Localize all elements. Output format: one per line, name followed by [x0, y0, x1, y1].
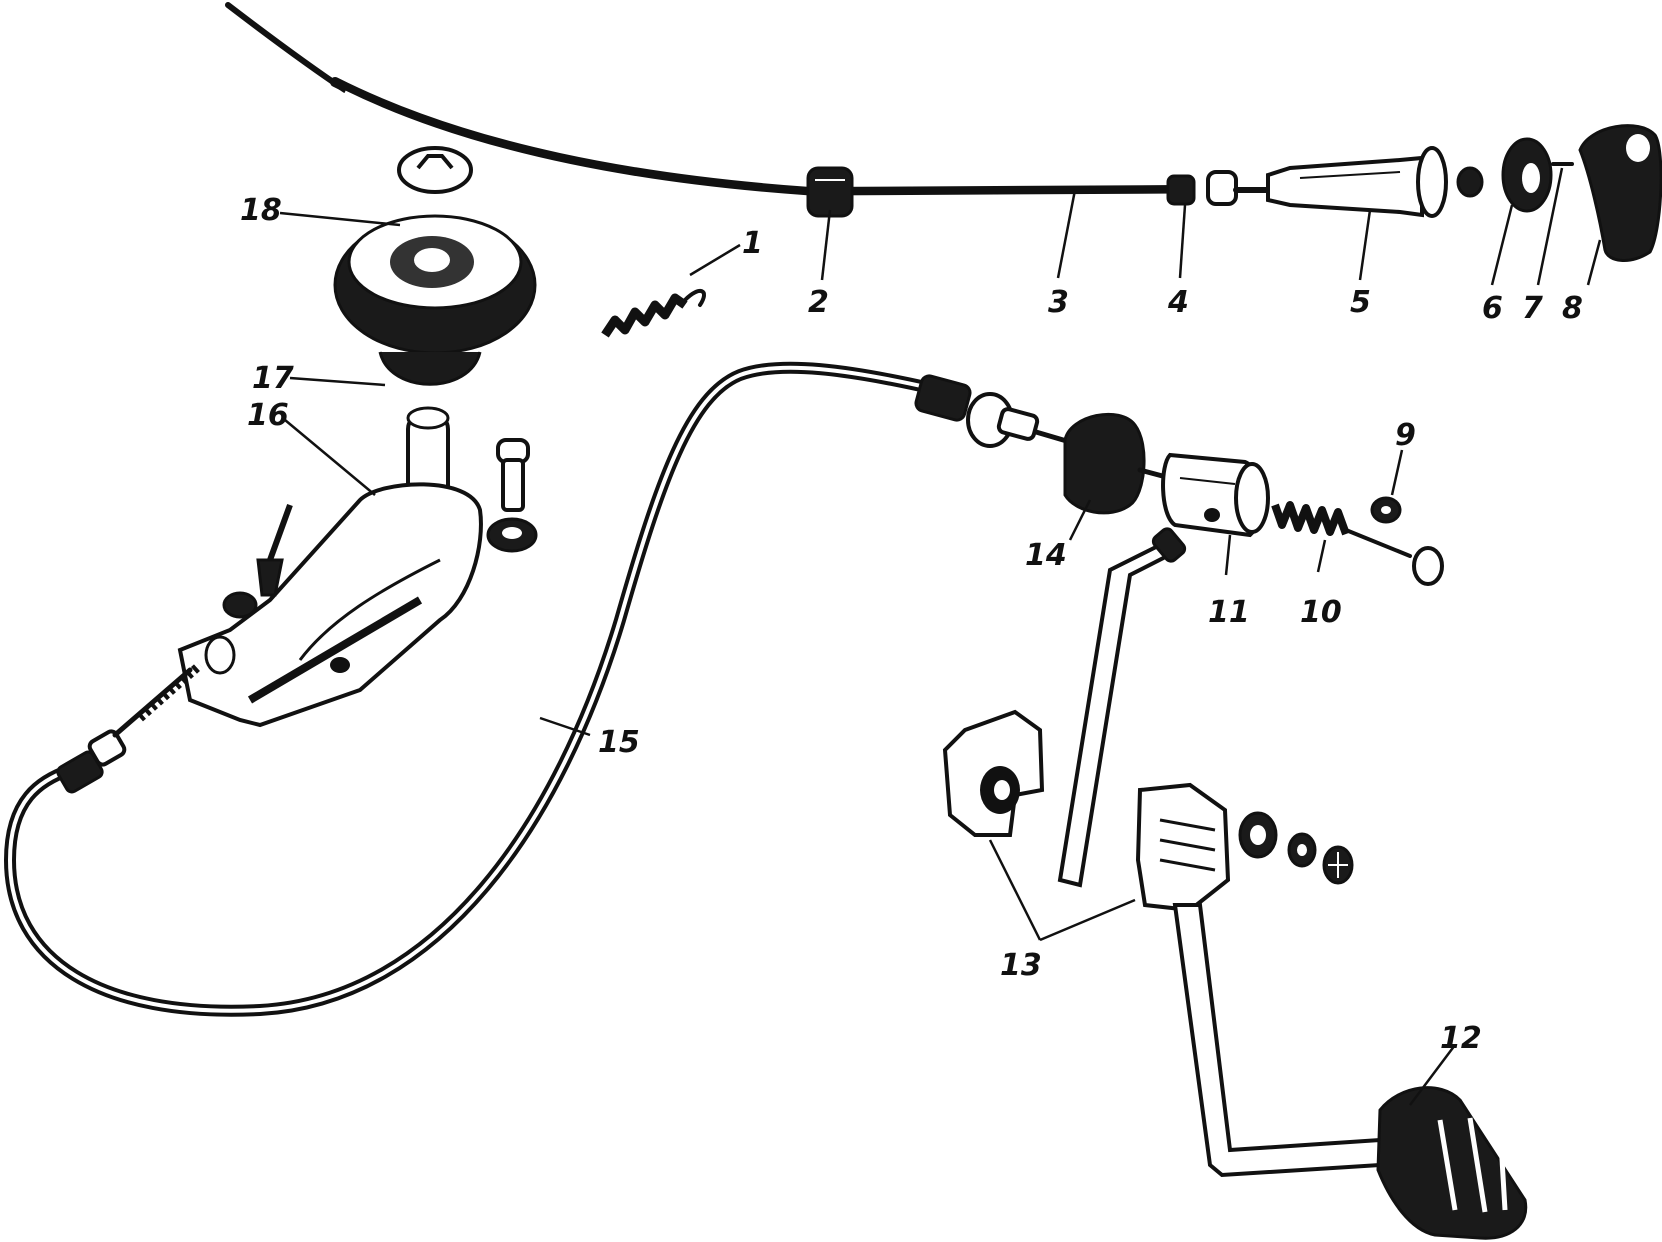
- washer-part-6: [1501, 137, 1553, 213]
- callout-6: 6: [1482, 291, 1503, 326]
- knob-part-8: [1578, 124, 1662, 262]
- callout-17: 17: [252, 361, 294, 396]
- pulley-part-17: [333, 214, 537, 386]
- callout-1: 1: [742, 226, 763, 261]
- callout-13: 13: [1000, 948, 1042, 983]
- nut-part-9: [1370, 496, 1402, 524]
- callout-12: 12: [1440, 1021, 1482, 1056]
- handle-tube-part-5: [1266, 146, 1484, 218]
- pedal-rod: [1057, 527, 1187, 888]
- rod-end-on-bracket: [222, 503, 293, 619]
- callout-5: 5: [1350, 285, 1371, 320]
- sleeve-part-4: [1166, 170, 1271, 206]
- upper-cable: [225, 2, 1185, 199]
- callout-7: 7: [1522, 291, 1543, 326]
- connector-part-11: [1161, 452, 1270, 538]
- spring-part-10: [1271, 501, 1444, 586]
- callout-labels: 1 2 3 4 5 6 7 8 9 10 11 12 13 14 15 16 1…: [240, 193, 1583, 1056]
- bolt-and-washer: [486, 438, 538, 553]
- lower-cable-fitting: [914, 374, 1073, 448]
- callout-15: 15: [598, 725, 640, 760]
- grommet-part-2: [806, 166, 854, 218]
- callout-16: 16: [247, 398, 289, 433]
- nut-part-14: [1063, 412, 1173, 515]
- callout-2: 2: [808, 285, 829, 320]
- callout-4: 4: [1167, 285, 1189, 320]
- callout-11: 11: [1208, 595, 1250, 630]
- pedal-part-12: [1172, 903, 1528, 1240]
- bracket-part-16: [177, 406, 483, 728]
- callout-3: 3: [1048, 285, 1069, 320]
- leader-lines: [279, 167, 1602, 1106]
- callout-8: 8: [1562, 291, 1583, 326]
- lower-cable-part-15: [3, 361, 936, 1017]
- callout-14: 14: [1025, 538, 1067, 573]
- pivot-bracket-part-13: [942, 709, 1231, 913]
- callout-9: 9: [1395, 418, 1416, 453]
- spring-part-1: [601, 289, 706, 338]
- callout-10: 10: [1300, 595, 1342, 630]
- pedal-washers: [1238, 811, 1354, 885]
- clip-part-18: [397, 146, 473, 194]
- callout-18: 18: [240, 193, 282, 228]
